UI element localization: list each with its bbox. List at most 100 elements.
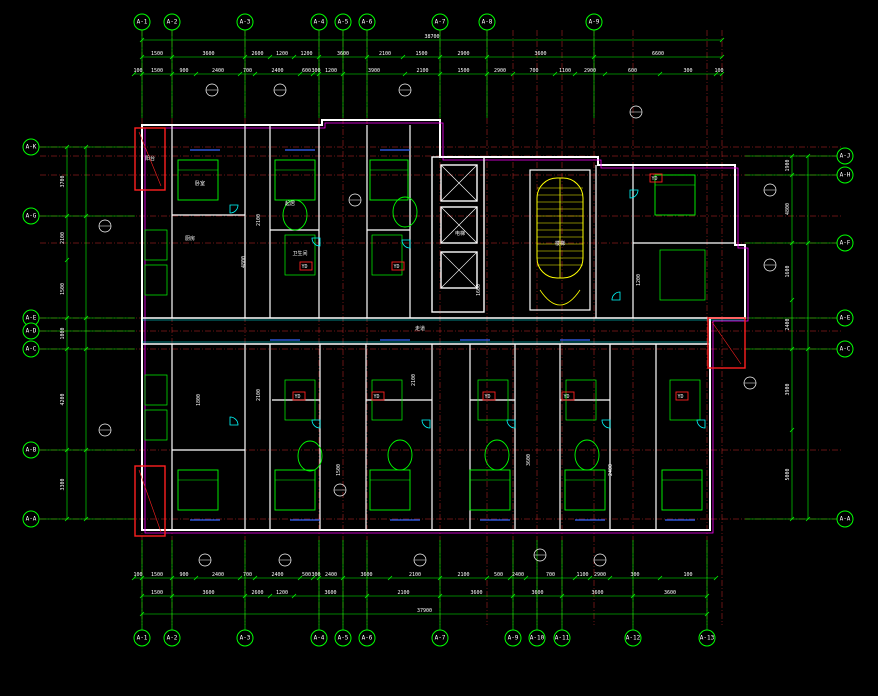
grid-bubble-label: A-4 — [314, 19, 325, 26]
interior-dimension: 2100 — [256, 214, 262, 226]
grid-bubble-label: A-8 — [482, 19, 493, 26]
grid-bubble-top: A-1 — [133, 13, 151, 31]
door-swing — [311, 419, 321, 429]
grid-bubble-label: A-K — [26, 144, 37, 151]
dim-bottom-row2-label: 3600 — [591, 590, 603, 596]
dim-bottom-row2-tick — [169, 593, 175, 599]
door-swing — [421, 419, 431, 429]
bath-fixture — [144, 374, 168, 406]
dim-right-tick — [789, 240, 795, 246]
dim-left-tick — [64, 346, 70, 352]
grid-bubble-label: A-2 — [167, 19, 178, 26]
balcony-hatch — [138, 469, 162, 533]
dim-bottom-row1-label: 2400 — [212, 572, 224, 578]
grid-bubble-bottom: A-2 — [163, 629, 181, 647]
dim-top-row3-label: 600 — [302, 68, 311, 74]
door-swing — [506, 419, 516, 429]
dim-bottom-total-label: 37900 — [417, 608, 432, 614]
dim-top-row3-tick — [139, 71, 145, 77]
room-label: 阳台 — [145, 155, 155, 162]
yd-tag-box — [675, 391, 689, 401]
dim-bottom-row1-tick — [193, 575, 199, 581]
dim-bottom-row1-tick — [316, 575, 322, 581]
grid-bubble-label: A-H — [840, 172, 851, 179]
balcony-hatch — [711, 321, 742, 365]
dim-bottom-row2-tick — [242, 593, 248, 599]
bath-fixture — [371, 234, 403, 276]
dim-top-row3-label: 1100 — [559, 68, 571, 74]
grid-bubble-label: A-7 — [435, 19, 446, 26]
dim-top-row3-tick — [437, 71, 443, 77]
dim-right-label: 1900 — [785, 159, 791, 171]
grid-bubble-circle — [22, 441, 40, 459]
dim-top-row3-tick — [297, 71, 303, 77]
dim-right-label: 4800 — [785, 203, 791, 215]
dim-top-row3-label: 900 — [179, 68, 188, 74]
dim-bottom-row1-tick — [297, 575, 303, 581]
grid-bubble-bottom: A-13 — [698, 629, 716, 647]
grid-bubble-right: A-J — [836, 147, 854, 165]
dim-top-row2-tick — [316, 54, 322, 60]
dim-right-tick — [789, 297, 795, 303]
grid-bubble-right: A-C — [836, 340, 854, 358]
dim-left-label: 3300 — [60, 478, 66, 490]
dim-right-2-tick — [805, 153, 811, 159]
dim-top-row2-tick — [591, 54, 597, 60]
room-label: 起居 — [285, 201, 295, 207]
dim-top-row3-tick — [510, 71, 516, 77]
dim-top-row3-label: 1500 — [151, 68, 163, 74]
dim-top-row3-tick — [316, 71, 322, 77]
dim-right-label: 3900 — [785, 383, 791, 395]
dim-top-row3-label: 2400 — [271, 68, 283, 74]
dim-right-tick — [789, 346, 795, 352]
dim-left-2-tick — [83, 213, 89, 219]
dim-bottom-row1-tick — [657, 575, 663, 581]
yd-tag-box — [292, 391, 306, 401]
grid-bubble-bottom: A-7 — [431, 629, 449, 647]
yd-tag-box — [561, 391, 575, 401]
grid-bubble-label: A-6 — [362, 635, 373, 642]
grid-bubble-bottom: A-12 — [624, 629, 642, 647]
door-swing — [629, 189, 639, 199]
dim-left-label: 2100 — [60, 232, 66, 244]
dining-table — [387, 439, 413, 471]
grid-bubble-circle — [163, 13, 181, 31]
yd-tag-label: YD — [295, 394, 301, 400]
dim-left-2-tick — [83, 516, 89, 522]
dim-top-row3-label: 600 — [628, 68, 637, 74]
interior-dimension: 2400 — [608, 464, 614, 476]
room-label: 电梯 — [455, 230, 465, 237]
dim-left-tick — [64, 257, 70, 263]
dim-top-row3-tick — [713, 71, 719, 77]
grid-bubble-circle — [334, 629, 352, 647]
elevator-cross — [440, 206, 478, 244]
dim-top-row3-label: 300 — [311, 68, 320, 74]
dim-top-row2-label: 1500 — [415, 51, 427, 57]
balcony-top-left — [134, 127, 166, 191]
dim-bottom-row1-tick — [587, 575, 593, 581]
dim-left-2-tick — [83, 346, 89, 352]
grid-bubble-circle — [310, 13, 328, 31]
dim-bottom-row1-label: 300 — [630, 572, 639, 578]
dim-left-2-tick — [83, 447, 89, 453]
grid-bubble-circle — [133, 629, 151, 647]
grid-bubble-label: A-G — [26, 213, 37, 220]
bath-fixture — [144, 409, 168, 441]
dim-left-tick — [64, 213, 70, 219]
grid-bubble-circle — [478, 13, 496, 31]
grid-bubble-circle — [553, 629, 571, 647]
balcony-bottom-left — [134, 465, 166, 537]
grid-bubble-circle — [528, 629, 546, 647]
dim-bottom-row2-label: 1200 — [276, 590, 288, 596]
dim-top-row3-tick — [237, 71, 243, 77]
dim-bottom-row1-label: 900 — [179, 572, 188, 578]
yd-tag-label: YD — [652, 176, 658, 182]
elevator-car — [440, 164, 478, 202]
bath-fixture — [144, 229, 168, 261]
dim-bottom-row2-label: 3600 — [531, 590, 543, 596]
dim-right-2-tick — [805, 240, 811, 246]
dim-left-tick — [64, 144, 70, 150]
dim-left-label: 4200 — [60, 393, 66, 405]
